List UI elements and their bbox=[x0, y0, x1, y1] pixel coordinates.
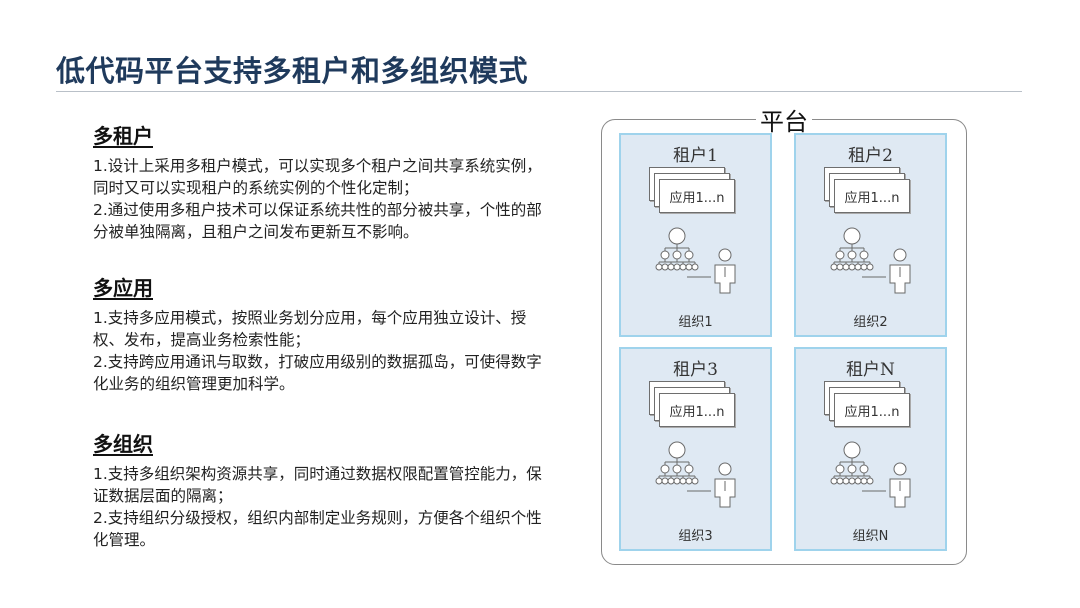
org-chart-icon bbox=[830, 227, 911, 294]
title-divider bbox=[56, 91, 1022, 92]
app-stack-icon: 应用1...n bbox=[649, 381, 741, 439]
org-chart-icon bbox=[655, 227, 736, 294]
tenant-name: 租户1 bbox=[673, 146, 718, 166]
section-line: 1.支持多组织架构资源共享，同时通过数据权限配置管控能力，保证数据层面的隔离； bbox=[93, 465, 542, 505]
section-heading: 多应用 bbox=[93, 276, 153, 300]
section-line: 1.支持多应用模式，按照业务划分应用，每个应用独立设计、授权、发布，提高业务检索… bbox=[93, 309, 527, 349]
section-line: 2.支持组织分级授权，组织内部制定业务规则，方便各个组织个性化管理。 bbox=[93, 509, 542, 549]
section-multi-tenant: 多租户 1.设计上采用多租户模式，可以实现多个租户之间共享系统实例，同时又可以实… bbox=[93, 120, 553, 243]
app-label: 应用1...n bbox=[834, 179, 910, 213]
org-label: 组织N bbox=[852, 529, 889, 544]
tenant-box-1: 租户1 应用1...n 组织1 bbox=[619, 133, 772, 337]
org-chart-icon bbox=[830, 441, 911, 508]
app-label: 应用1...n bbox=[659, 179, 735, 213]
app-stack-icon: 应用1...n bbox=[824, 381, 916, 439]
platform-label: 平台 bbox=[756, 102, 812, 137]
section-heading: 多组织 bbox=[93, 432, 153, 456]
org-label: 组织1 bbox=[678, 315, 713, 330]
tenant-box-n: 租户N 应用1...n 组织N bbox=[794, 347, 947, 551]
section-line: 2.通过使用多租户技术可以保证系统共性的部分被共享，个性的部分被单独隔离，且租户… bbox=[93, 201, 542, 241]
org-label: 组织3 bbox=[678, 529, 713, 544]
section-heading: 多租户 bbox=[93, 124, 153, 148]
section-line: 2.支持跨应用通讯与取数，打破应用级别的数据孤岛，可使得数字化业务的组织管理更加… bbox=[93, 353, 542, 393]
tenant-name: 租户3 bbox=[673, 360, 718, 380]
app-stack-icon: 应用1...n bbox=[649, 167, 741, 225]
org-chart-icon bbox=[655, 441, 736, 508]
section-multi-app: 多应用 1.支持多应用模式，按照业务划分应用，每个应用独立设计、授权、发布，提高… bbox=[93, 272, 553, 395]
app-stack-icon: 应用1...n bbox=[824, 167, 916, 225]
slide-title: 低代码平台支持多租户和多组织模式 bbox=[56, 54, 529, 88]
tenant-name: 租户2 bbox=[848, 146, 893, 166]
app-label: 应用1...n bbox=[659, 393, 735, 427]
section-multi-org: 多组织 1.支持多组织架构资源共享，同时通过数据权限配置管控能力，保证数据层面的… bbox=[93, 428, 553, 551]
app-label: 应用1...n bbox=[834, 393, 910, 427]
org-label: 组织2 bbox=[853, 315, 888, 330]
tenant-name: 租户N bbox=[846, 360, 895, 380]
section-line: 1.设计上采用多租户模式，可以实现多个租户之间共享系统实例，同时又可以实现租户的… bbox=[93, 157, 542, 197]
tenant-box-2: 租户2 应用1...n 组织2 bbox=[794, 133, 947, 337]
tenant-box-3: 租户3 应用1...n 组织3 bbox=[619, 347, 772, 551]
